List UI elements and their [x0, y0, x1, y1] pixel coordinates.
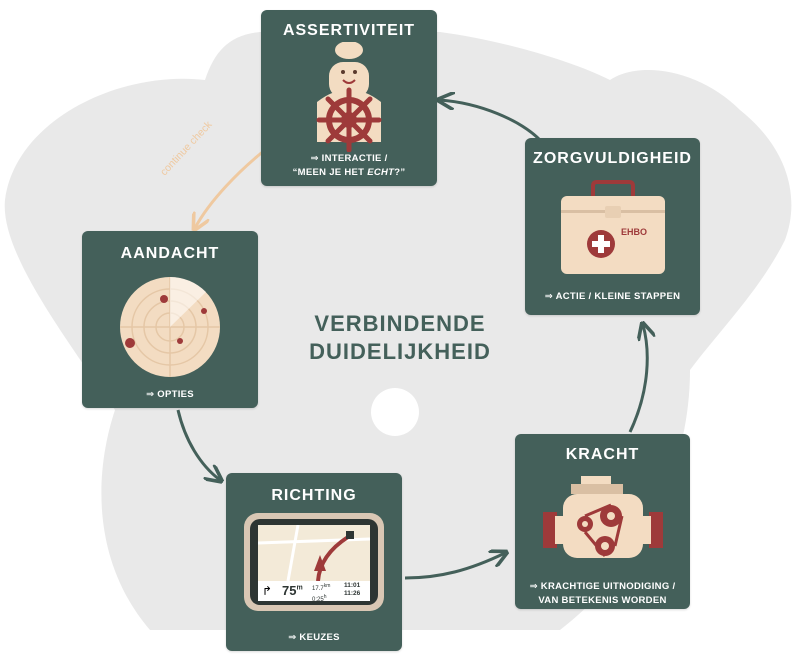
radar-icon	[120, 276, 220, 377]
arrow-continue-check	[195, 148, 266, 228]
gps-status-bar: ↱ 75m 17.7km 0:25h 11:01 11:26	[258, 581, 370, 604]
arrow-to-assertiviteit	[440, 100, 542, 142]
gps-trip-info: 17.7km 0:25h	[312, 582, 330, 604]
card-subtitle-line2-post: ?”	[394, 167, 406, 178]
cycle-arrows	[176, 100, 647, 580]
engine-icon	[543, 476, 663, 558]
card-title: AANDACHT	[120, 245, 220, 262]
gps-times: 11:01 11:26	[344, 582, 360, 598]
card-zorgvuldigheid: ZORGVULDIGHEID EHBO ⇒ ACTIE / KLEINE STA…	[525, 138, 700, 315]
center-title: VERBINDENDE DUIDELIJKHEID	[270, 310, 530, 366]
gps-distance: 75m	[282, 583, 303, 598]
card-subtitle: ⇒ OPTIES	[146, 389, 194, 400]
arrow-to-zorgvuldigheid	[628, 325, 647, 433]
gps-eta: 11:26	[344, 590, 361, 597]
card-subtitle: ⇒ KEUZES	[288, 632, 340, 643]
center-title-line1: VERBINDENDE	[314, 311, 486, 336]
arrow-to-richting	[176, 409, 220, 480]
card-title: RICHTING	[271, 487, 357, 504]
turn-arrow-icon: ↱	[262, 584, 273, 598]
card-richting: RICHTING ↱ 75m 17.7km 0:25h 11:01 11:26	[226, 473, 402, 651]
card-subtitle-line2-emphasis: ECHT	[367, 167, 395, 178]
captain-wheel-icon	[316, 42, 382, 152]
card-kracht: KRACHT ⇒ KRACHTIGE UITNODIGING / VAN BET…	[515, 434, 690, 609]
center-title-line2: DUIDELIJKHEID	[309, 339, 491, 364]
card-subtitle: ⇒ KRACHTIGE UITNODIGING / VAN BETEKENIS …	[515, 580, 690, 608]
gps-route-icon	[258, 525, 370, 581]
card-title: ASSERTIVITEIT	[282, 22, 416, 39]
card-subtitle-line2: “MEEN JE HET ECHT?”	[261, 166, 437, 180]
first-aid-kit-icon	[561, 180, 665, 274]
gps-distance-unit: m	[296, 584, 303, 592]
card-subtitle-line1: ⇒ KRACHTIGE UITNODIGING /	[529, 581, 676, 592]
card-title: KRACHT	[565, 446, 640, 463]
card-title: ZORGVULDIGHEID	[533, 150, 692, 167]
card-subtitle-line1: ⇒ INTERACTIE /	[310, 153, 388, 164]
gps-trip-time: 0:25	[312, 597, 324, 603]
card-subtitle: ⇒ ACTIE / KLEINE STAPPEN	[544, 291, 681, 302]
gps-device-icon: ↱ 75m 17.7km 0:25h 11:01 11:26	[244, 513, 384, 611]
card-subtitle-line2: VAN BETEKENIS WORDEN	[538, 595, 667, 606]
arrow-to-kracht	[404, 553, 505, 580]
card-aandacht: AANDACHT ⇒ OPTIES	[82, 231, 258, 408]
gps-map	[258, 525, 370, 581]
gps-trip-distance: 17.7	[312, 586, 324, 592]
card-subtitle: ⇒ INTERACTIE / “MEEN JE HET ECHT?”	[261, 152, 437, 180]
gps-trip-time-unit: h	[323, 594, 327, 600]
ehbo-label: EHBO	[621, 227, 648, 237]
card-subtitle-line2-pre: “MEEN JE HET	[292, 167, 368, 178]
gps-clock: 11:01	[344, 582, 361, 589]
gps-trip-distance-unit: km	[323, 583, 331, 589]
gps-distance-value: 75	[282, 583, 297, 598]
card-assertiviteit: ASSERTIVITEIT ⇒ INTERACTIE / “MEEN JE HE…	[261, 10, 437, 186]
